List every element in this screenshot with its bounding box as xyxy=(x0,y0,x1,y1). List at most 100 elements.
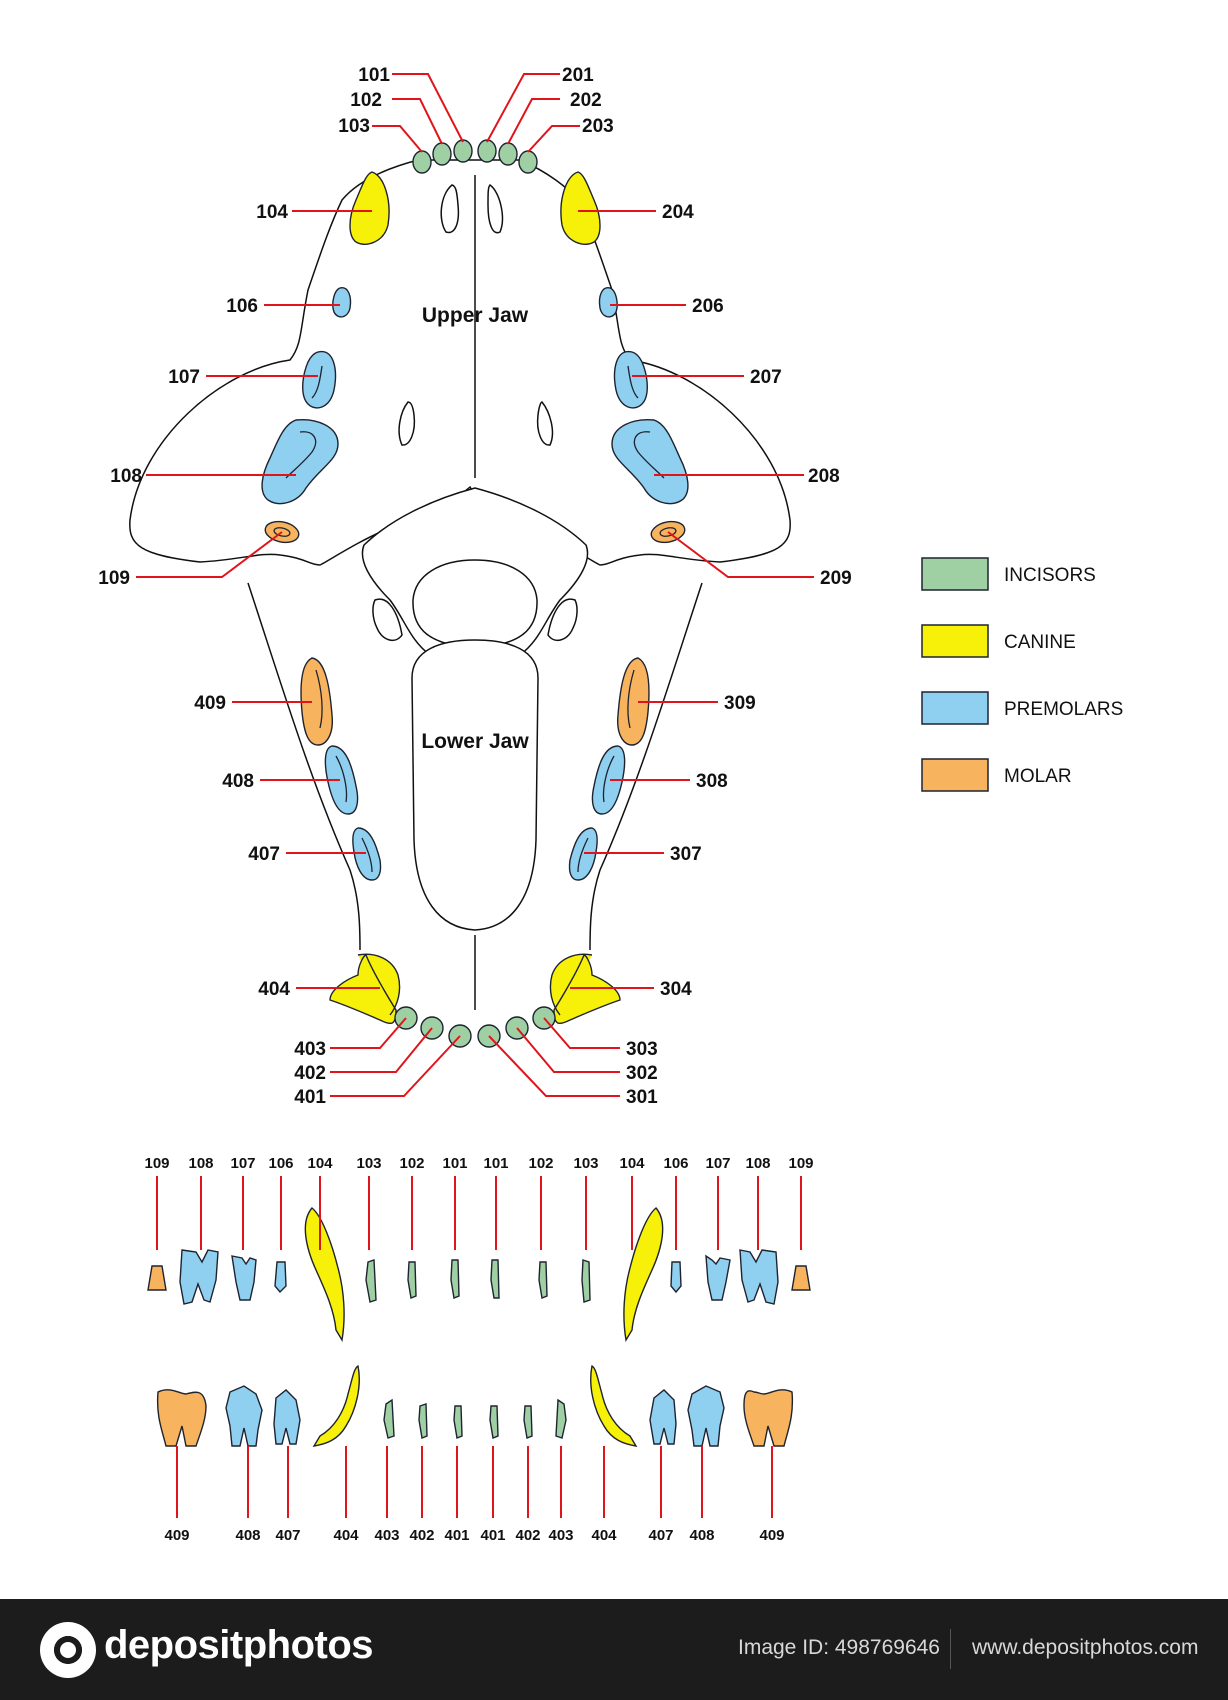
label-401: 401 xyxy=(294,1087,326,1108)
tooth-308 xyxy=(591,745,626,815)
upper-row-label-107: 107 xyxy=(230,1155,255,1172)
label-207: 207 xyxy=(750,367,782,388)
jaw-titles: Upper Jaw Lower Jaw xyxy=(421,304,529,753)
footer-bar: depositphotos Image ID: 498769646 www.de… xyxy=(0,1599,1228,1700)
tooth-101 xyxy=(453,139,473,163)
legend: INCISORS CANINE PREMOLARS MOLAR xyxy=(921,557,1123,792)
upper-row-label-109: 109 xyxy=(144,1155,169,1172)
label-204: 204 xyxy=(662,202,694,223)
tooth-208 xyxy=(611,419,689,505)
tooth-309 xyxy=(616,657,650,746)
tooth-407 xyxy=(352,827,382,881)
legend-label-molar: MOLAR xyxy=(1004,766,1072,787)
upper-row-label-104: 104 xyxy=(307,1155,333,1172)
label-106: 106 xyxy=(226,296,258,317)
upper-row-label-108: 108 xyxy=(188,1155,213,1172)
lower-row-label-407: 407 xyxy=(648,1527,673,1544)
footer-image-id: Image ID: 498769646 xyxy=(738,1636,940,1659)
lower-row-label-409: 409 xyxy=(164,1527,189,1544)
legend-label-incisors: INCISORS xyxy=(1004,565,1096,586)
upper-row-label-101: 101 xyxy=(483,1155,508,1172)
lower-row-label-402: 402 xyxy=(515,1527,540,1544)
upper-row-label-103: 103 xyxy=(573,1155,598,1172)
label-304: 304 xyxy=(660,979,692,1000)
tooth-203 xyxy=(518,150,538,174)
lower-row-labels: 409 408 407 404 403 402 401 401 402 403 404 407 408 4… xyxy=(164,1446,785,1544)
lower-row-label-407: 407 xyxy=(275,1527,300,1544)
tooth-106 xyxy=(332,287,352,318)
upper-row-label-101: 101 xyxy=(442,1155,467,1172)
tooth-206 xyxy=(598,287,618,318)
upper-row-label-102: 102 xyxy=(528,1155,553,1172)
lower-row-label-403: 403 xyxy=(374,1527,399,1544)
legend-label-premolars: PREMOLARS xyxy=(1004,699,1123,720)
upper-row-label-106: 106 xyxy=(663,1155,688,1172)
tooth-409 xyxy=(300,657,334,746)
label-307: 307 xyxy=(670,844,702,865)
lower-row-label-409: 409 xyxy=(759,1527,784,1544)
label-109: 109 xyxy=(98,568,130,589)
label-209: 209 xyxy=(820,568,852,589)
label-403: 403 xyxy=(294,1039,326,1060)
label-206: 206 xyxy=(692,296,724,317)
lower-row-label-402: 402 xyxy=(409,1527,434,1544)
label-107: 107 xyxy=(168,367,200,388)
label-104: 104 xyxy=(256,202,288,223)
tooth-204 xyxy=(560,171,601,245)
upper-row-label-102: 102 xyxy=(399,1155,424,1172)
footer-brand: depositphotos xyxy=(104,1623,374,1667)
legend-swatch-canine xyxy=(921,624,989,658)
label-407: 407 xyxy=(248,844,280,865)
lower-row-label-404: 404 xyxy=(591,1527,617,1544)
lower-jaw-title: Lower Jaw xyxy=(421,730,529,753)
upper-row-label-104: 104 xyxy=(619,1155,645,1172)
lower-row-teeth xyxy=(156,1364,794,1447)
upper-teeth xyxy=(261,139,689,544)
lower-row-label-404: 404 xyxy=(333,1527,359,1544)
label-402: 402 xyxy=(294,1063,326,1084)
leader-lines-top xyxy=(136,73,814,1097)
legend-swatch-incisors xyxy=(921,557,989,591)
label-303: 303 xyxy=(626,1039,658,1060)
tooth-102 xyxy=(432,142,452,166)
upper-row-label-108: 108 xyxy=(745,1155,770,1172)
tooth-202 xyxy=(498,142,518,166)
upper-row-label-109: 109 xyxy=(788,1155,813,1172)
tooth-201 xyxy=(477,139,497,163)
upper-row-label-107: 107 xyxy=(705,1155,730,1172)
label-202: 202 xyxy=(570,90,602,111)
footer-site-url: www.depositphotos.com xyxy=(972,1636,1199,1659)
label-409: 409 xyxy=(194,693,226,714)
label-201: 201 xyxy=(562,65,594,86)
upper-row-label-106: 106 xyxy=(268,1155,293,1172)
label-302: 302 xyxy=(626,1063,658,1084)
tooth-307 xyxy=(568,827,598,881)
label-103: 103 xyxy=(338,116,370,137)
tooth-104 xyxy=(349,171,390,245)
label-203: 203 xyxy=(582,116,614,137)
tooth-103 xyxy=(412,150,432,174)
depositphotos-logo-icon xyxy=(40,1622,96,1678)
label-108: 108 xyxy=(110,466,142,487)
upper-row-teeth xyxy=(147,1207,811,1342)
label-308: 308 xyxy=(696,771,728,792)
legend-swatch-molar xyxy=(921,758,989,792)
tooth-408 xyxy=(324,745,359,815)
lower-row-label-408: 408 xyxy=(235,1527,260,1544)
lower-jaw-outline xyxy=(247,487,703,1010)
label-404: 404 xyxy=(258,979,290,1000)
tooth-labels-top: 101 102 103 201 202 203 104 204 106 206 … xyxy=(98,65,851,1108)
lower-row-label-403: 403 xyxy=(548,1527,573,1544)
label-408: 408 xyxy=(222,771,254,792)
label-301: 301 xyxy=(626,1087,658,1108)
tooth-108 xyxy=(261,419,339,505)
legend-swatch-premolars xyxy=(921,691,989,725)
upper-jaw-title: Upper Jaw xyxy=(422,304,529,327)
label-101: 101 xyxy=(358,65,390,86)
lower-row-label-401: 401 xyxy=(480,1527,505,1544)
lower-row-label-408: 408 xyxy=(689,1527,714,1544)
lower-row-label-401: 401 xyxy=(444,1527,469,1544)
label-309: 309 xyxy=(724,693,756,714)
